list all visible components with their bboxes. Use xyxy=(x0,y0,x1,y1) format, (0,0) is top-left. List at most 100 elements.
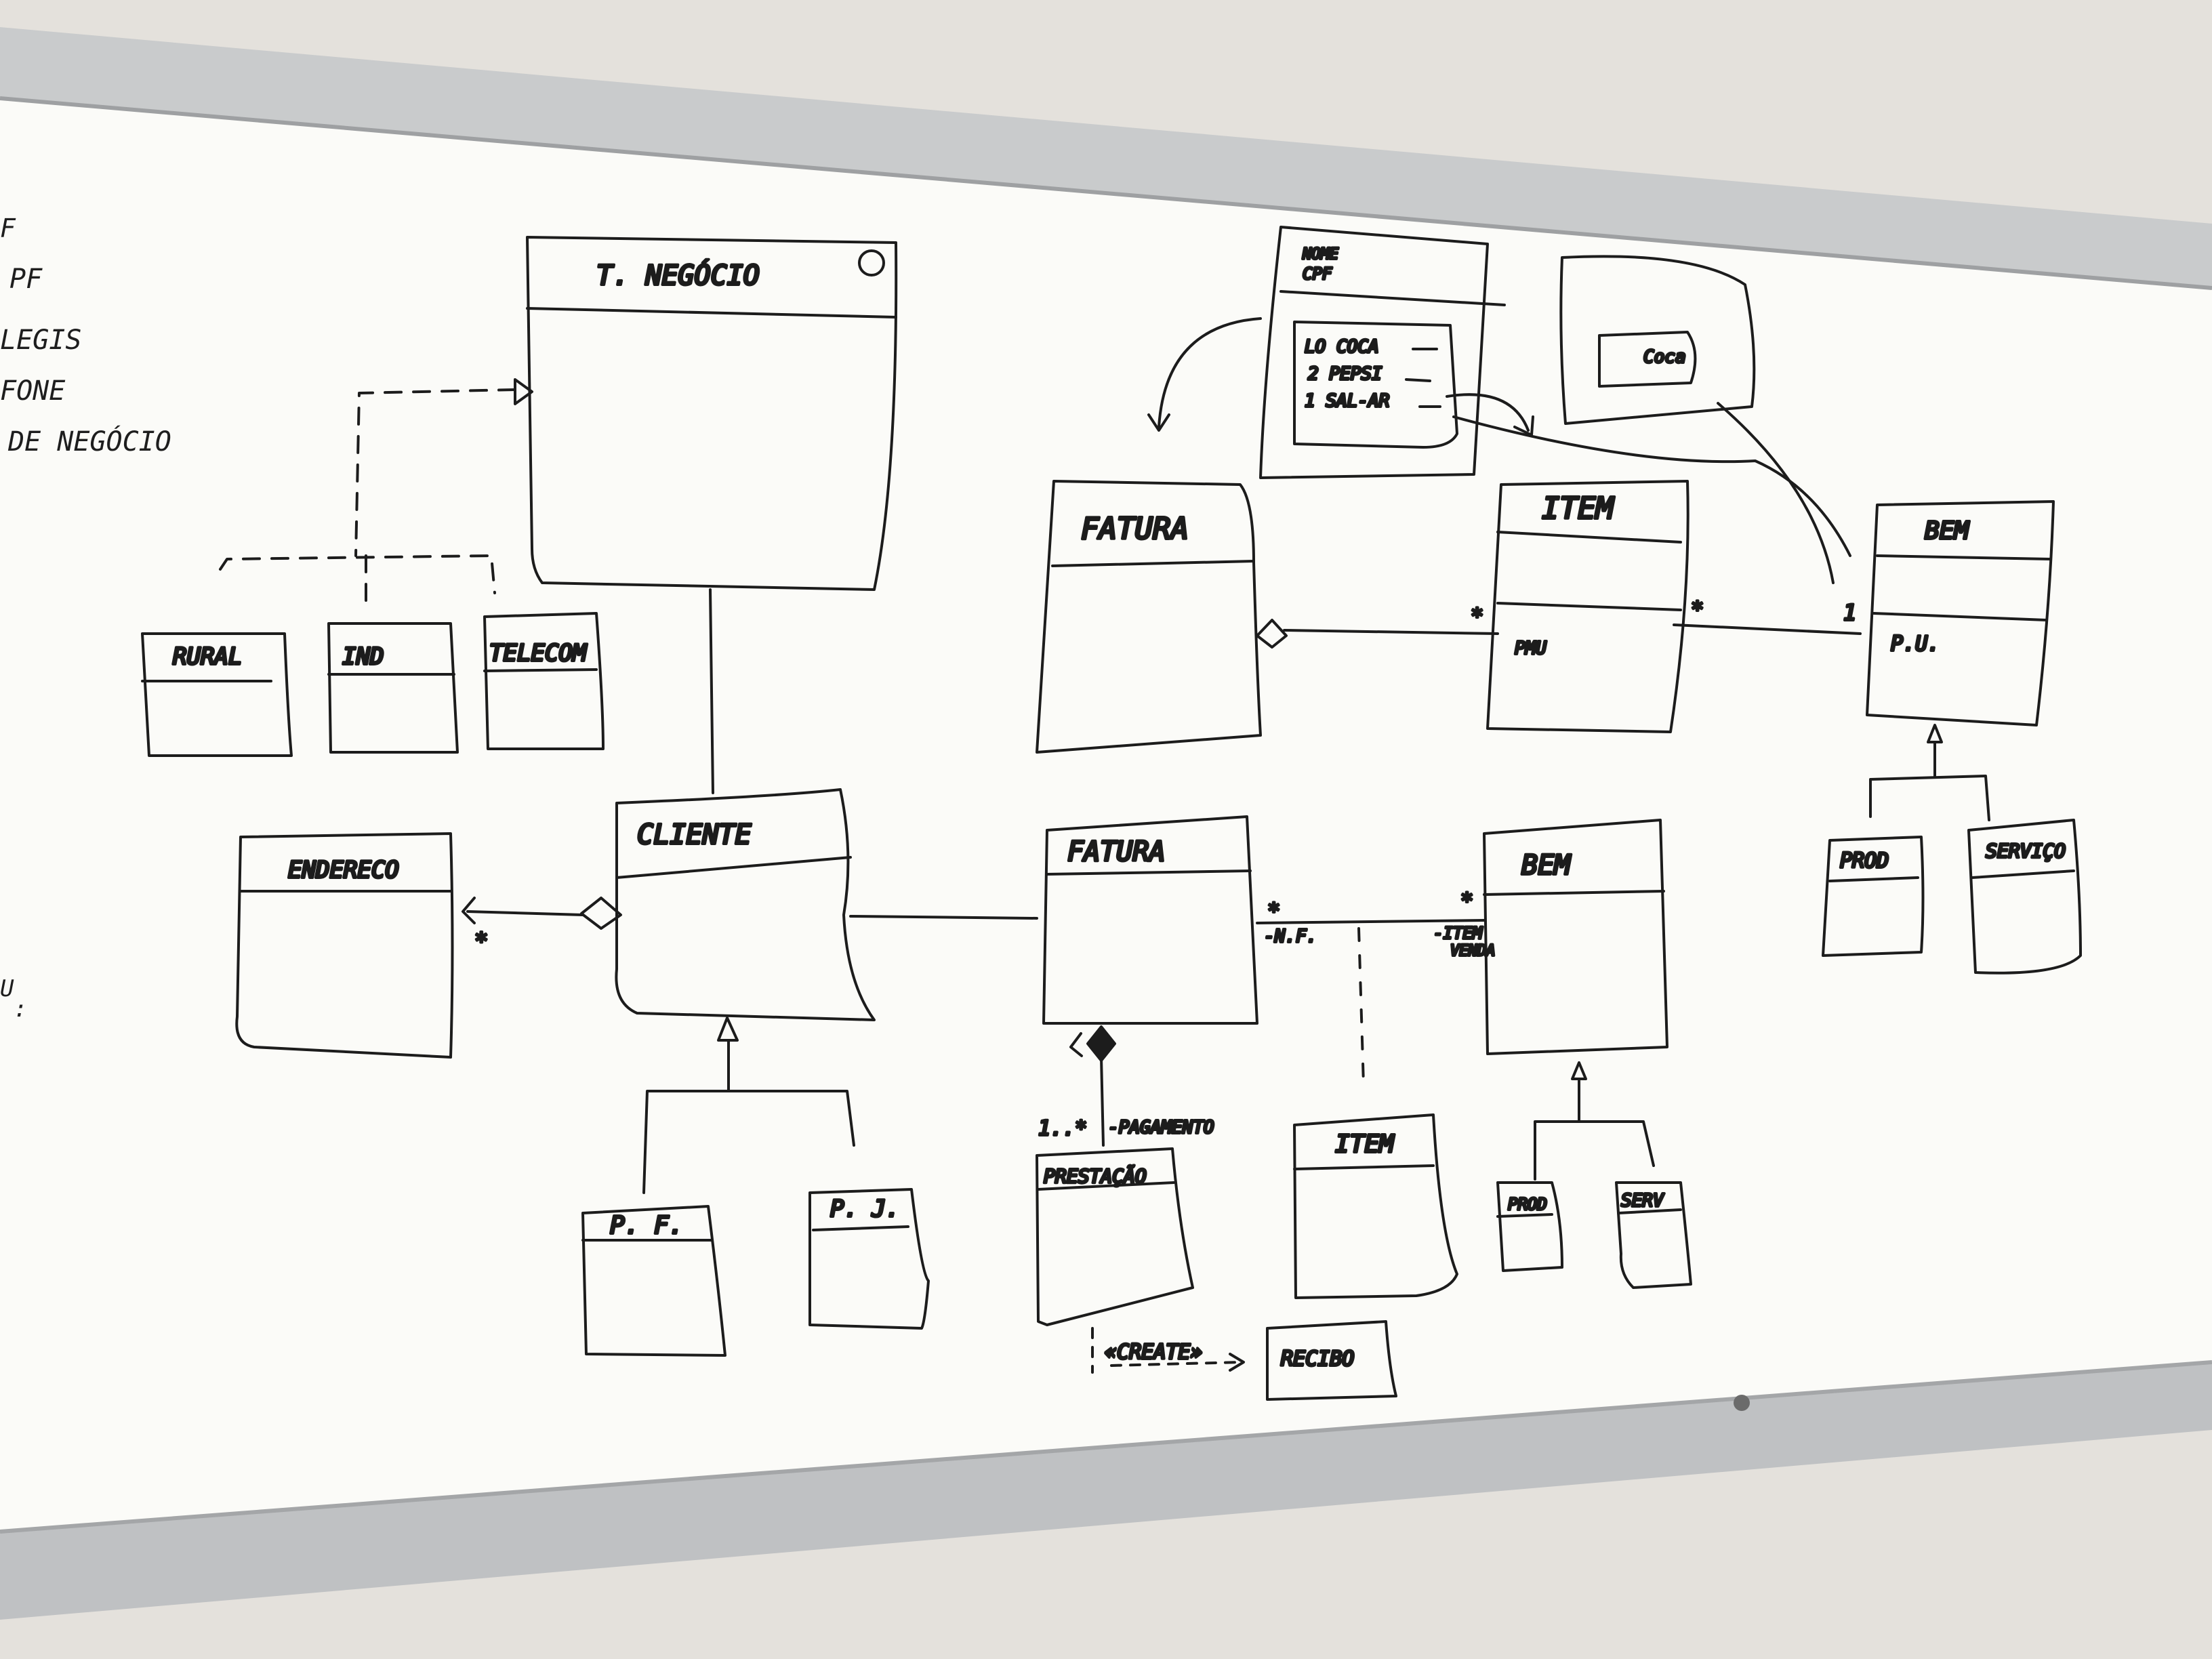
label-rural: RURAL xyxy=(173,643,242,670)
association-fatura-bem xyxy=(1256,919,1486,924)
label-cliente: CLIENTE xyxy=(637,819,752,851)
association-cliente-endereco xyxy=(466,910,584,916)
mult-fatura-bem-right: * xyxy=(1460,888,1473,914)
note-2: PF xyxy=(9,264,43,295)
class-serv xyxy=(1615,1181,1692,1289)
label-recibo: RECIBO xyxy=(1281,1347,1354,1371)
label-telecom: TELECOM xyxy=(489,640,588,667)
role-item-venda-2: VENDA xyxy=(1450,943,1495,960)
object-header-2: CPF xyxy=(1303,264,1332,283)
class-endereco xyxy=(235,832,454,1059)
create-dependency xyxy=(1091,1327,1242,1374)
association-fatura-item xyxy=(1283,629,1499,635)
curve-to-item xyxy=(1446,393,1530,432)
triangle-head-t-negocio xyxy=(514,378,533,405)
aggregation-diamond-cliente xyxy=(580,897,622,930)
object-box xyxy=(1259,226,1506,479)
association-class-link xyxy=(1357,927,1365,1086)
association-t-negocio-cliente xyxy=(709,588,714,794)
dashed-generalization-t-negocio xyxy=(219,388,516,611)
class-fatura xyxy=(1042,815,1258,1025)
attr-bem-top: P.U. xyxy=(1891,632,1940,656)
object-row-dashes xyxy=(1405,348,1441,408)
mult-item-bem-left: * xyxy=(1691,596,1704,622)
arrow-head-recibo xyxy=(1229,1353,1245,1372)
label-prod-right: PROD xyxy=(1840,849,1889,873)
magnet xyxy=(1734,1395,1750,1411)
class-ind xyxy=(327,622,459,754)
class-t-negocio xyxy=(526,236,898,591)
class-item-bottom xyxy=(1293,1113,1458,1299)
association-item-bem xyxy=(1673,623,1862,635)
label-prod: PROD xyxy=(1508,1195,1547,1214)
class-prestacao xyxy=(1036,1147,1194,1326)
class-recibo xyxy=(1266,1320,1397,1401)
label-bem: BEM xyxy=(1521,850,1572,881)
curve-to-bem-1 xyxy=(1452,415,1851,557)
arrow-head-fatura-top xyxy=(1147,413,1170,432)
label-pj: P. J. xyxy=(830,1195,899,1223)
curve-to-bem-2 xyxy=(1717,402,1835,584)
class-bem xyxy=(1483,819,1668,1055)
class-rural xyxy=(141,632,293,757)
board-frame-top xyxy=(0,27,2212,298)
note-4: FONE xyxy=(0,375,65,407)
note-3: LEGIS xyxy=(0,325,81,356)
label-ind: IND xyxy=(342,643,384,670)
label-endereco: ENDERECO xyxy=(288,857,399,884)
triangle-head-cliente xyxy=(717,1017,739,1042)
small-box-label: Coca xyxy=(1643,347,1686,367)
curve-to-fatura xyxy=(1158,317,1262,428)
object-header-1: NOME xyxy=(1302,246,1339,263)
class-prod xyxy=(1496,1181,1563,1272)
label-item-bottom: ITEM xyxy=(1335,1130,1395,1158)
class-prod-right xyxy=(1822,836,1925,957)
attr-item-top: PMU xyxy=(1515,638,1547,659)
generalization-bem xyxy=(1534,1080,1655,1181)
object-row-2: 2 PEPSI xyxy=(1308,364,1382,384)
composition-fatura-prestacao xyxy=(1100,1056,1105,1147)
label-serv: SERV xyxy=(1621,1191,1664,1211)
frame-edge-top xyxy=(0,96,2212,290)
board-frame-bottom xyxy=(0,1355,2212,1620)
triangle-head-bem-top xyxy=(1927,724,1943,743)
frame-edge-bottom xyxy=(0,1360,2212,1534)
label-fatura: FATURA xyxy=(1067,836,1166,867)
stereotype-create: «CREATE» xyxy=(1105,1340,1203,1364)
triangle-head-bem xyxy=(1571,1061,1587,1080)
whiteboard-surface xyxy=(0,98,2212,1532)
object-row-3: 1 SAL-AR xyxy=(1305,391,1389,411)
class-cliente xyxy=(615,788,876,1021)
note-5: DE NEGÓCIO xyxy=(7,425,171,457)
note-1: F xyxy=(0,213,16,243)
label-pf: P. F. xyxy=(610,1212,683,1240)
note-7: : xyxy=(14,996,27,1023)
mult-item-bem-right: 1 xyxy=(1843,600,1856,626)
mult-fatura-bem-left: * xyxy=(1267,898,1280,924)
role-nf: -N.F. xyxy=(1264,926,1317,947)
class-bem-top xyxy=(1866,500,2055,726)
object-row-1: LO COCA xyxy=(1305,337,1379,357)
label-prestacao: PRESTAÇÃO xyxy=(1044,1165,1147,1187)
small-box xyxy=(1559,255,1756,425)
generalization-bem-top xyxy=(1869,741,1990,821)
note-6: U xyxy=(0,975,14,1002)
class-item-top xyxy=(1486,480,1689,733)
label-item-top: ITEM xyxy=(1542,491,1614,526)
label-servico: SERVIÇO xyxy=(1986,840,2066,862)
mult-fatura-item: * xyxy=(1471,603,1483,629)
arrow-head-endereco xyxy=(462,897,476,924)
class-telecom xyxy=(483,612,605,750)
mult-fatura-prestacao: 1..* xyxy=(1038,1117,1087,1141)
role-pagamento: -PAGAMENTO xyxy=(1108,1118,1214,1138)
class-fatura-top xyxy=(1036,480,1262,754)
composition-diamond xyxy=(1086,1025,1116,1062)
association-cliente-fatura xyxy=(849,915,1038,920)
class-pj xyxy=(808,1188,930,1330)
label-t-negocio: T. NEGÓCIO xyxy=(596,259,760,291)
role-item-venda-1: -ITEM xyxy=(1433,924,1483,943)
left-notes: F PF LEGIS FONE DE NEGÓCIO U : xyxy=(0,213,171,1023)
class-servico xyxy=(1967,819,2082,975)
class-pf xyxy=(581,1205,726,1357)
